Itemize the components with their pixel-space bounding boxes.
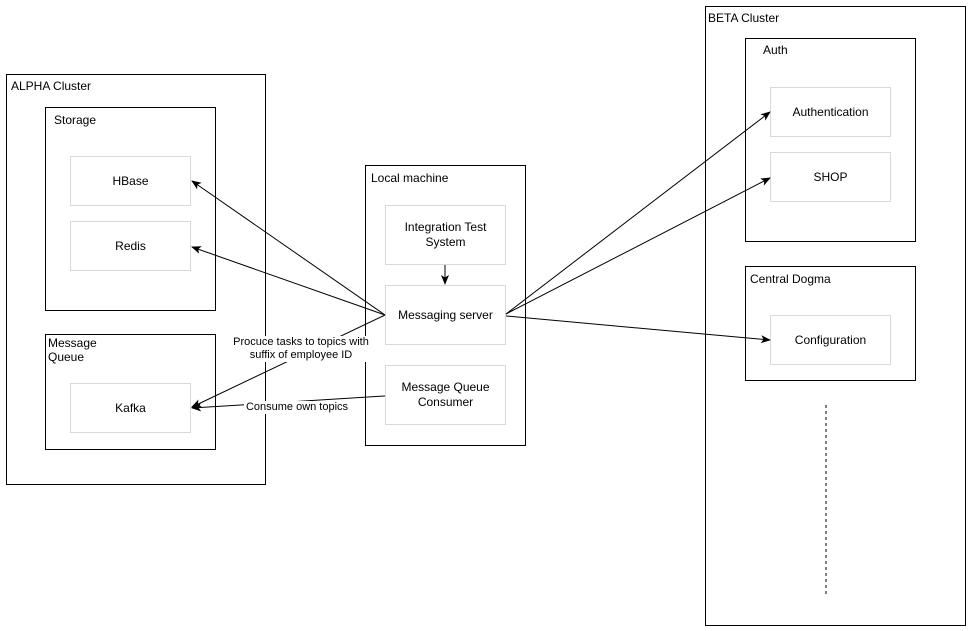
hbase-node[interactable]: HBase	[70, 156, 191, 206]
redis-node[interactable]: Redis	[70, 221, 191, 271]
edge-messaging-to-shop	[505, 177, 771, 315]
storage-group: Storage	[45, 107, 216, 311]
message-queue-consumer-node[interactable]: Message Queue Consumer	[385, 365, 506, 425]
alpha-cluster-label: ALPHA Cluster	[11, 79, 92, 93]
kafka-node[interactable]: Kafka	[70, 383, 191, 433]
produce-tasks-edge-label: Procuce tasks to topics with suffix of e…	[231, 336, 371, 362]
messaging-server-node[interactable]: Messaging server	[385, 285, 506, 345]
authentication-node[interactable]: Authentication	[770, 87, 891, 137]
edge-messaging-to-configuration	[505, 315, 771, 344]
auth-group: Auth	[745, 38, 916, 242]
consume-topics-edge-label: Consume own topics	[244, 401, 350, 414]
integration-test-system-node[interactable]: Integration Test System	[385, 205, 506, 265]
storage-group-label: Storage	[54, 113, 97, 127]
configuration-node[interactable]: Configuration	[770, 315, 891, 365]
message-queue-group-label: Message Queue	[48, 336, 97, 364]
local-machine-label: Local machine	[371, 171, 449, 185]
auth-group-label: Auth	[763, 43, 788, 57]
edge-messaging-to-authentication	[505, 111, 771, 315]
shop-node[interactable]: SHOP	[770, 152, 891, 202]
central-dogma-group-label: Central Dogma	[750, 272, 831, 286]
edge-messaging-to-hbase	[191, 180, 386, 316]
edge-messaging-to-redis	[191, 246, 386, 316]
beta-cluster-label: BETA Cluster	[708, 11, 780, 25]
